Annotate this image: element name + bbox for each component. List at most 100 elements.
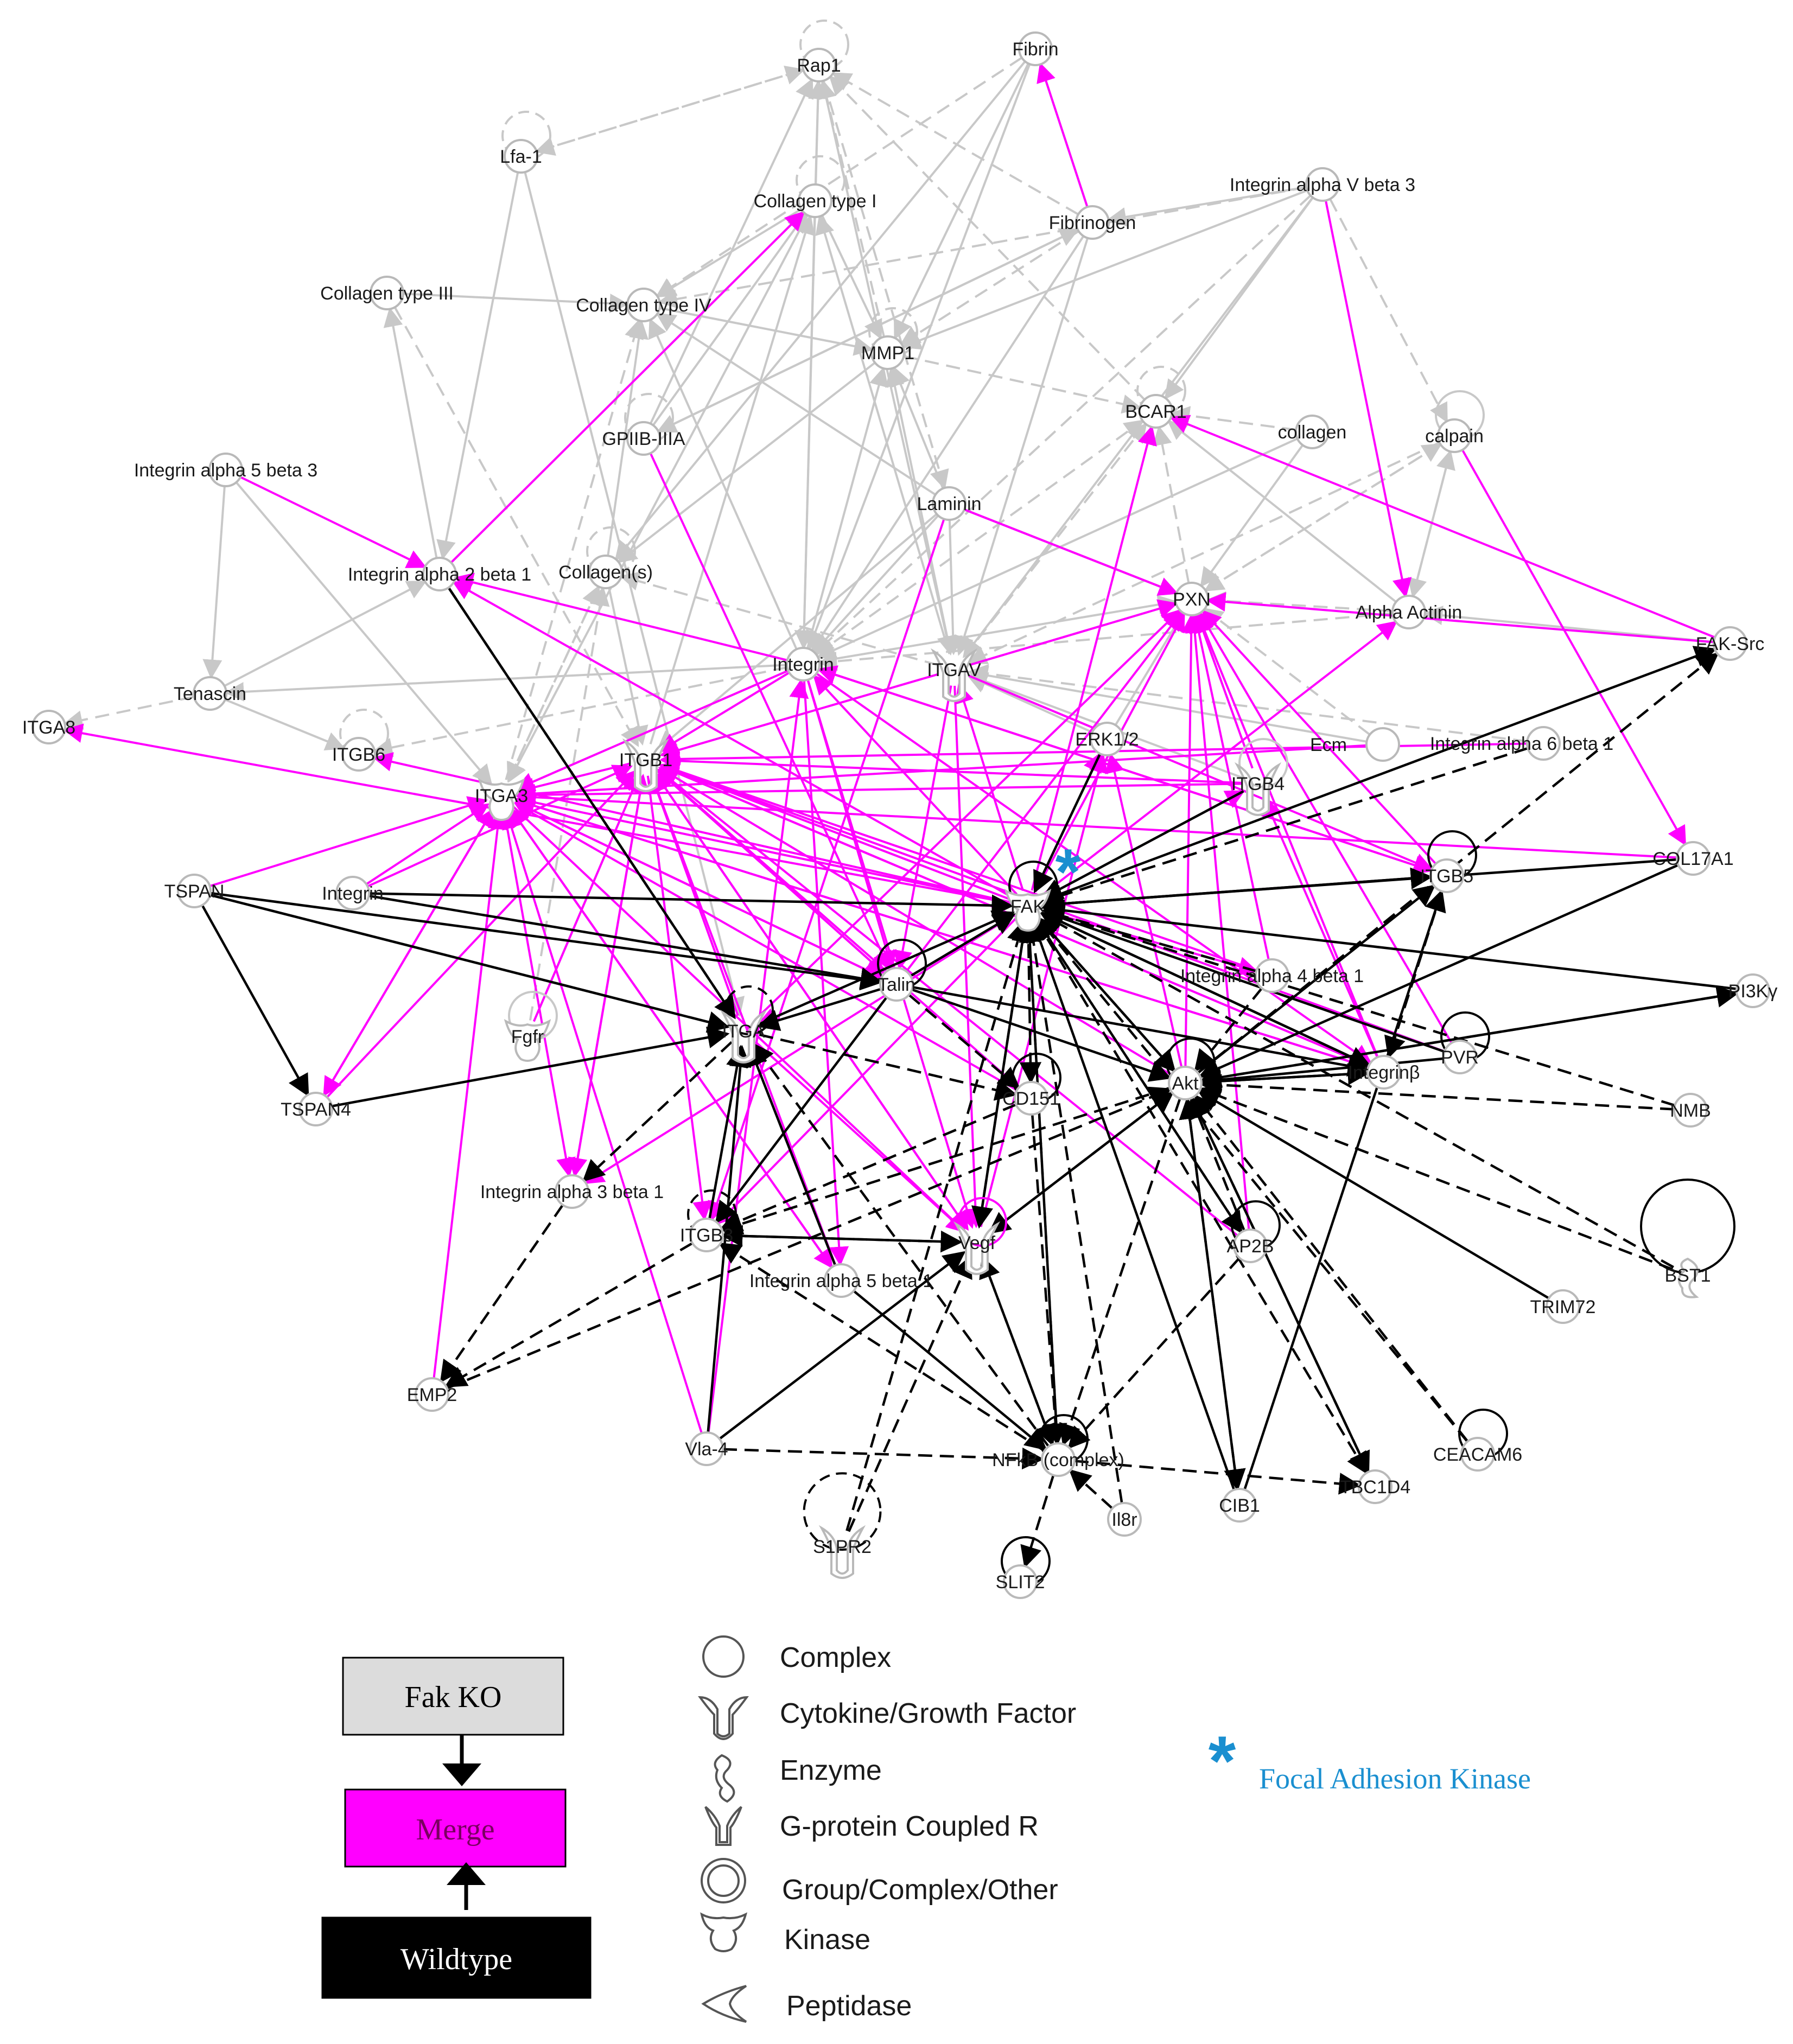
edge-merge: [1189, 613, 1270, 960]
edge-merge: [502, 809, 703, 1434]
edge-merge: [656, 769, 1020, 1088]
node-label: collagen: [1278, 422, 1347, 443]
node-label: Collagen type III: [320, 283, 454, 304]
edge-wildtype: [853, 1290, 1047, 1451]
node-itgb6: ITGB6: [332, 737, 385, 772]
circle-icon: [1090, 722, 1124, 756]
node-itgb4: ITGB4: [1231, 762, 1285, 816]
edge-fak-ko: [829, 75, 1146, 400]
node-label: Integrinβ: [1348, 1062, 1420, 1083]
legend-label-cytokine: Cytokine/Growth Factor: [780, 1698, 1076, 1729]
edge-fak-ko: [813, 194, 1312, 655]
circle-icon: [1429, 858, 1464, 893]
node-label: Integrin alpha 4 beta 1: [1180, 966, 1364, 986]
kinase-icon: [478, 778, 525, 821]
edge-fak-ko: [658, 228, 1080, 432]
node-bst1: BST1: [1664, 1257, 1711, 1298]
legend-label-group: Group/Complex/Other: [782, 1874, 1058, 1906]
node-label: BCAR1: [1125, 402, 1186, 422]
node-tenascin: Tenascin: [174, 676, 246, 711]
node-label: Vla-4: [685, 1439, 728, 1460]
edge-fak-ko: [62, 696, 195, 730]
edge-merge: [659, 673, 939, 760]
node-ecm: Ecm: [1310, 727, 1400, 762]
legend-label-peptidase: Peptidase: [786, 1990, 912, 2022]
circle-icon: [1673, 1093, 1708, 1128]
edge-wildtype: [978, 920, 1034, 1227]
enzyme-icon: [714, 1754, 735, 1803]
edge-wildtype: [1199, 992, 1737, 1088]
node-nfkb: NFkB (complex): [992, 1442, 1124, 1477]
node-faksrc: FAK-Src: [1696, 626, 1764, 661]
node-tspan: TSPAN: [164, 874, 225, 908]
edge-fak-ko: [535, 68, 804, 156]
edge-merge: [1461, 449, 1687, 846]
edge-wildtype: [1074, 1460, 1362, 1495]
node-cd151: CD151: [1002, 1081, 1060, 1116]
cytokine-icon: [953, 1221, 1001, 1275]
node-label: Integrin alpha 3 beta 1: [480, 1182, 664, 1202]
edge-merge: [516, 744, 1367, 804]
edge-wildtype: [1040, 790, 1244, 900]
edge-wildtype: [1198, 1085, 1673, 1271]
edge-fak-ko: [436, 172, 519, 561]
edge-fak-ko: [806, 366, 889, 649]
node-vla4: Vla-4: [685, 1431, 728, 1466]
edge-wildtype: [201, 905, 309, 1097]
legend-box-merge-label: Merge: [416, 1813, 494, 1846]
edge-wildtype: [1020, 1474, 1055, 1569]
circle-icon: [879, 967, 914, 1002]
circle-icon: [1174, 582, 1209, 616]
edge-fak-ko: [815, 214, 951, 654]
circle-icon: [177, 874, 212, 908]
edge-wildtype: [1041, 907, 1445, 1053]
edge-merge: [365, 803, 489, 886]
node-label: SLIT2: [996, 1572, 1045, 1593]
circle-icon: [422, 557, 457, 591]
edge-fak-ko: [831, 72, 1079, 215]
circle-icon: [1041, 1442, 1076, 1477]
edge-merge: [453, 572, 788, 661]
node-label: Integrin alpha 6 beta 1: [1430, 734, 1613, 754]
edge-merge: [450, 211, 805, 564]
circle-icon: [335, 876, 370, 910]
circle-icon: [689, 1431, 724, 1466]
legend-asterisk: *: [1209, 1721, 1236, 1800]
edge-fak-ko: [607, 319, 649, 556]
node-label: NFkB (complex): [992, 1450, 1124, 1470]
edge-fak-ko: [393, 307, 639, 747]
edge-wildtype: [722, 1447, 1045, 1470]
node-inta5b3: Integrin alpha 5 beta 3: [134, 453, 317, 487]
circle-icon: [1018, 31, 1053, 66]
node-label: TSPAN: [164, 881, 225, 902]
node-label: Fibrinogen: [1049, 213, 1136, 233]
node-itgb5: ITGB5: [1420, 858, 1473, 893]
edge-merge: [648, 773, 837, 1266]
circle-icon: [415, 1377, 449, 1412]
node-label: Rap1: [797, 55, 841, 76]
edge-wildtype: [1040, 913, 1674, 1269]
circle-icon: [786, 647, 821, 682]
circle-icon: [1460, 1437, 1495, 1472]
node-mmp1: MMP1: [861, 335, 914, 370]
legend-box-merge: [344, 1788, 567, 1868]
edge-wildtype: [1035, 918, 1243, 1233]
circle-icon: [1442, 1040, 1477, 1074]
edge-wildtype: [1037, 916, 1175, 1072]
edge-wildtype: [332, 1027, 730, 1107]
node-inta6b1: Integrin alpha 6 beta 1: [1430, 726, 1613, 761]
node-label: ITGB3: [680, 1225, 733, 1246]
circle-icon: [1255, 958, 1289, 993]
circle-icon: [824, 1263, 859, 1298]
circle-icon: [1139, 394, 1173, 429]
circle-icon: [626, 288, 661, 322]
edge-fak-ko: [901, 189, 1308, 350]
node-label: NMB: [1670, 1100, 1711, 1121]
node-integrin: Integrin: [772, 647, 834, 682]
node-label: Ecm: [1310, 735, 1347, 755]
legend-box-fak-ko-label: Fak KO: [405, 1680, 502, 1714]
node-label: FAK: [1010, 896, 1046, 917]
node-label: COL17A1: [1652, 849, 1733, 869]
edge-fak-ko: [524, 171, 745, 1017]
circle-icon: [31, 710, 66, 744]
